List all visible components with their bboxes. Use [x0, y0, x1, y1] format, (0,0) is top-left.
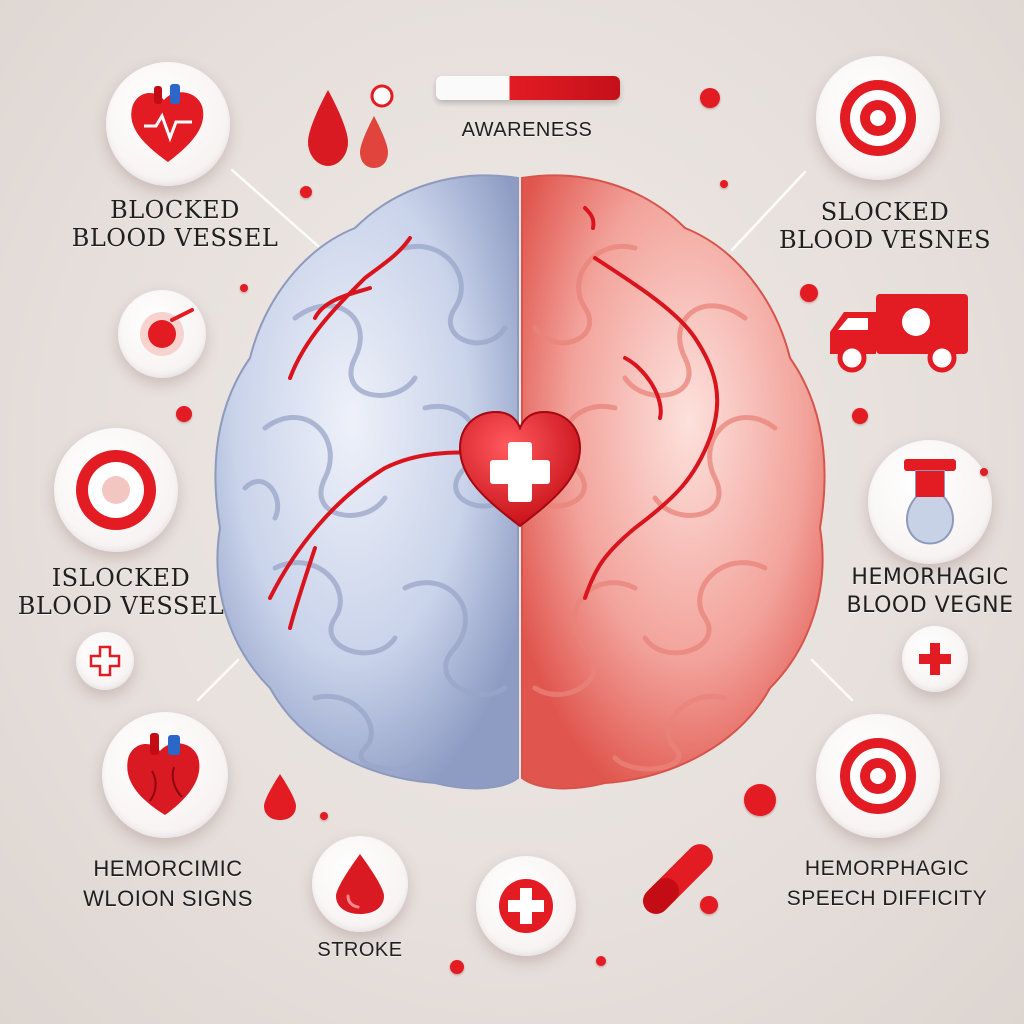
target-badge-bottom-right — [816, 714, 940, 838]
anatomical-heart-icon — [131, 84, 204, 162]
red-dot — [176, 406, 192, 422]
heart-badge-top-left — [106, 62, 230, 186]
capsule-icon — [628, 838, 728, 920]
syringe-bar-icon — [436, 76, 620, 100]
medical-cross-badge-left — [76, 632, 134, 690]
medical-cross-icon — [89, 645, 121, 677]
target-badge-top-right — [816, 56, 940, 180]
top-right-label: SLOCKED BLOOD VESNES — [778, 198, 992, 254]
medical-cross-icon — [919, 643, 951, 675]
red-dot — [300, 186, 312, 198]
ambulance-icon — [826, 292, 970, 373]
blood-drop-icon — [262, 772, 298, 822]
red-dot — [980, 468, 988, 476]
blood-badge-mid-left — [54, 428, 178, 552]
red-dot — [800, 284, 818, 302]
heart-badge-bottom-left — [102, 712, 228, 838]
heart-cross-icon — [456, 408, 584, 530]
red-dot — [450, 960, 464, 974]
red-dot — [596, 956, 606, 966]
awareness-label: AWARENESS — [461, 119, 593, 141]
blood-cell-icon — [140, 308, 194, 356]
brain-illustration — [214, 174, 826, 790]
brain-right-hemisphere — [521, 174, 826, 790]
mid-right-label: HEMORHAGIC BLOOD VEGNE — [846, 565, 1014, 618]
red-dot — [744, 784, 776, 816]
medical-cross-icon — [499, 879, 553, 933]
anatomical-heart-icon — [127, 733, 200, 815]
blood-cell-badge — [118, 290, 206, 378]
red-dot — [700, 88, 720, 108]
red-dot — [320, 812, 328, 820]
top-left-label: BLOCKED BLOOD VESSEL — [71, 196, 279, 252]
red-dot — [720, 180, 728, 188]
red-dot — [240, 284, 248, 292]
red-dot — [700, 896, 718, 914]
blood-cell-icon — [76, 450, 156, 530]
target-icon — [840, 80, 916, 156]
blood-drops-icon — [300, 84, 410, 172]
blood-drop-icon — [336, 854, 384, 914]
mid-left-label: ISLOCKED BLOOD VESSEL — [17, 564, 225, 620]
bottom-right-label: HEMORPHAGIC SPEECH DIFFICITY — [786, 857, 988, 910]
red-dot — [852, 408, 868, 424]
medical-cross-badge-bottom — [476, 856, 576, 956]
target-icon — [840, 738, 916, 814]
bottom-center-label: STROKE — [317, 939, 403, 961]
test-tube-icon — [904, 459, 956, 545]
medical-cross-badge-right — [902, 626, 968, 692]
blood-drop-badge — [312, 836, 408, 932]
bottom-left-label: HEMORCIMIC WLOION SIGNS — [83, 856, 253, 911]
test-tube-badge — [868, 440, 992, 564]
